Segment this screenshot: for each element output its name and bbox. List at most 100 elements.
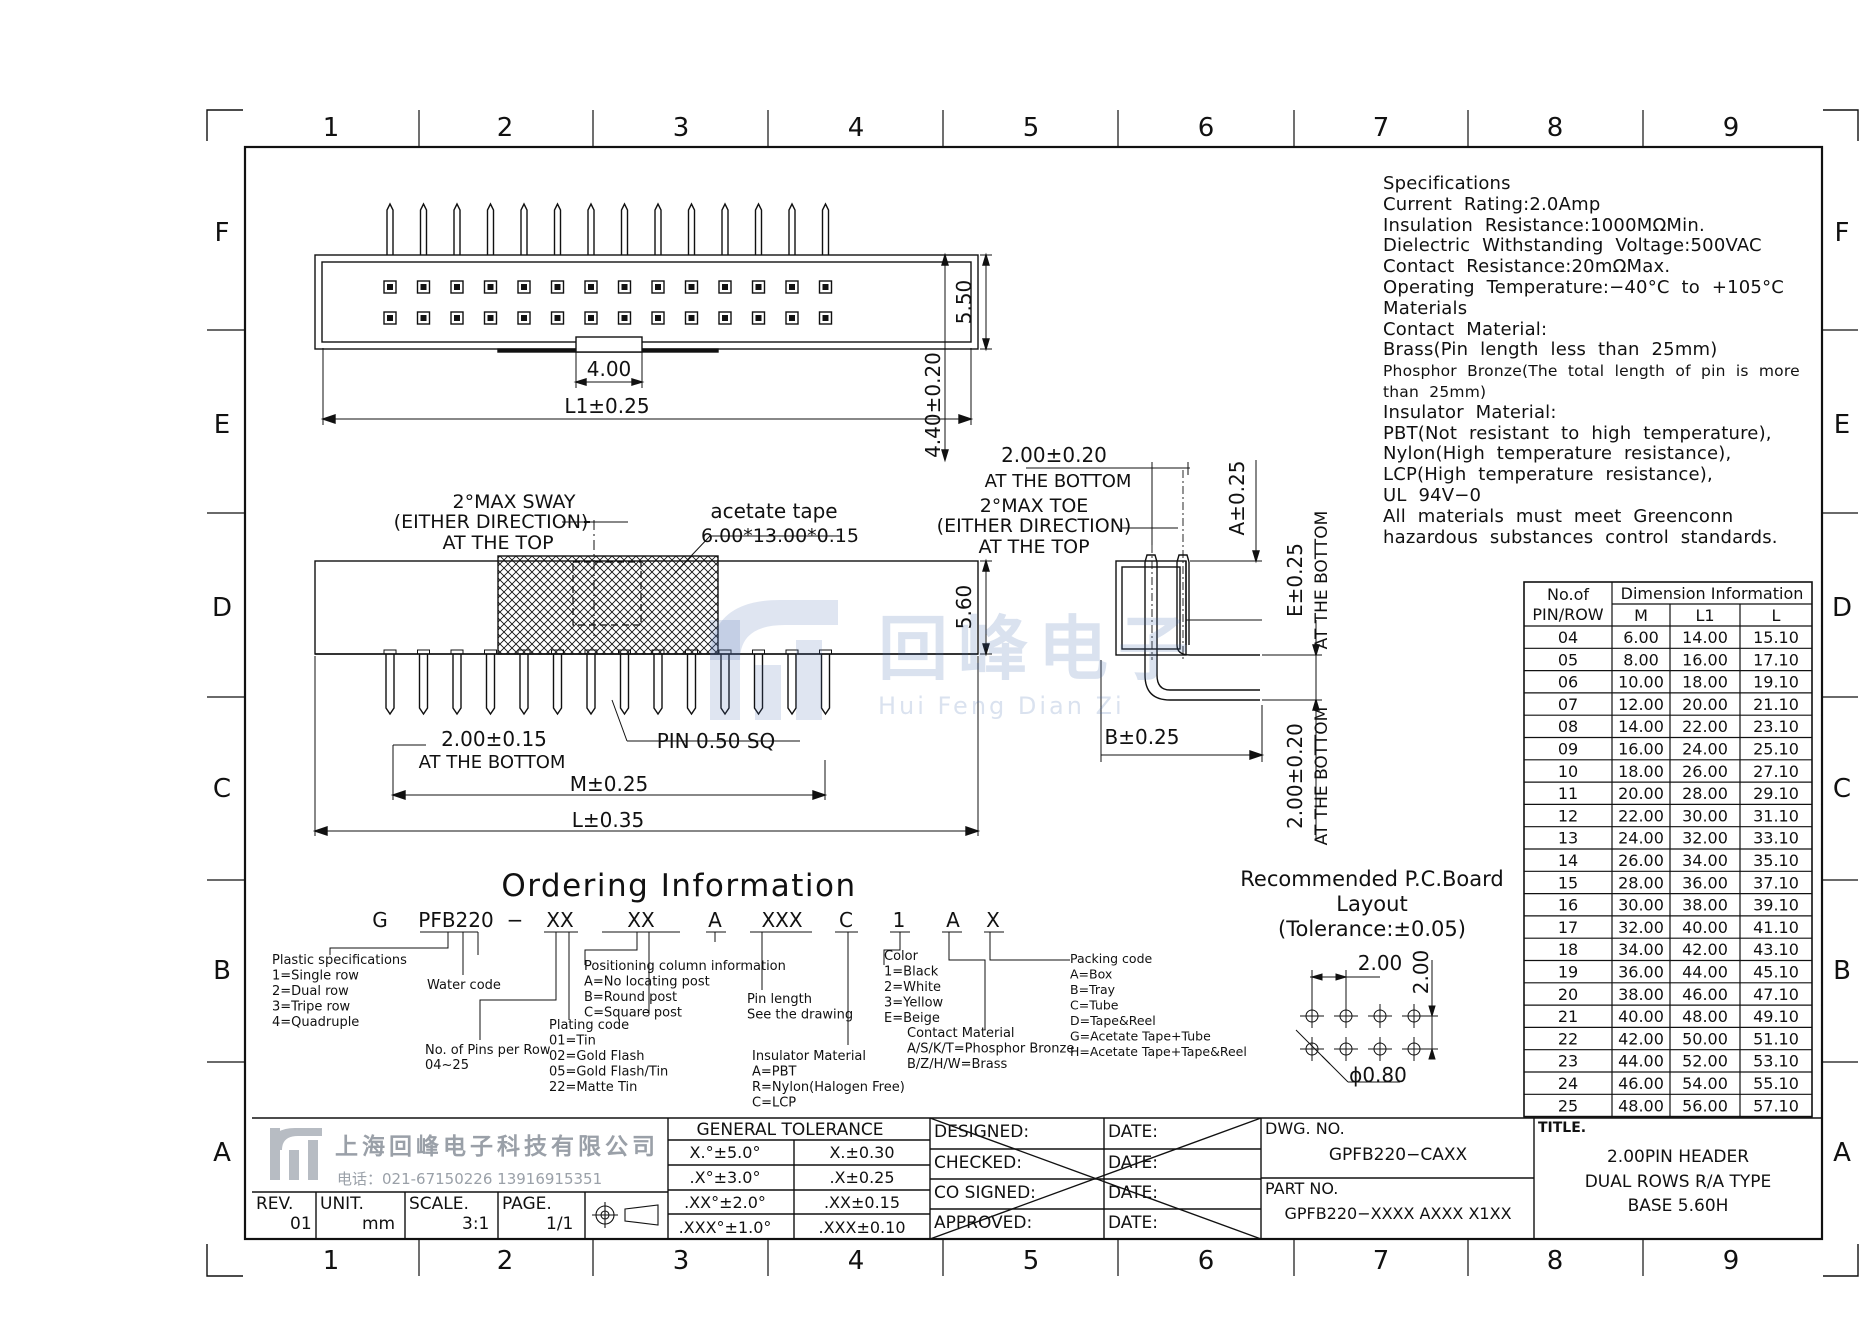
table-cell: 36.00 <box>1682 873 1728 892</box>
pin-hole <box>483 280 498 294</box>
ordering-code: PFB220 <box>418 908 493 932</box>
pin-top <box>620 202 629 255</box>
grid-row-label-right: D <box>1832 593 1852 623</box>
table-cell: 26.00 <box>1682 762 1728 781</box>
general-tolerance-rows: X.°±5.0°X.±0.30.X°±3.0°.X±0.25.XX°±2.0°.… <box>679 1143 906 1237</box>
pin-front <box>686 654 697 716</box>
table-cell: 10 <box>1558 762 1578 781</box>
table-cell: 06 <box>1558 673 1578 692</box>
pin-front <box>653 654 663 716</box>
packing-code-note: H=Acetate Tape+Tape&Reel <box>1070 1044 1247 1059</box>
table-col-l: L <box>1772 606 1781 625</box>
ordering-code: G <box>372 908 388 932</box>
grid-row-label-right: C <box>1833 774 1851 804</box>
spec-line: LCP(High temperature resistance), <box>1383 464 1713 486</box>
designed-label: DESIGNED: <box>934 1122 1029 1142</box>
pin-hole <box>651 311 665 325</box>
table-cell: 48.00 <box>1682 1007 1728 1026</box>
pin-top <box>788 202 796 255</box>
pin-top <box>754 202 763 255</box>
pcb-dim-h: 2.00 <box>1358 951 1403 975</box>
page-label: PAGE. <box>502 1194 552 1214</box>
packing-code-note: G=Acetate Tape+Tube <box>1070 1029 1211 1044</box>
packing-code-note: C=Tube <box>1070 998 1119 1013</box>
table-head-pin-row: PIN/ROW <box>1532 605 1603 624</box>
pin-front <box>485 654 496 716</box>
table-cell: 24.00 <box>1618 829 1664 848</box>
date-label-2: DATE: <box>1108 1153 1158 1173</box>
grid-row-label-left: A <box>213 1138 231 1168</box>
table-cell: 41.10 <box>1753 918 1799 937</box>
side-view <box>1026 460 1322 840</box>
pin-hole <box>383 311 397 325</box>
plating-code-note: Plating code <box>549 1018 629 1033</box>
company-logo <box>270 1128 322 1180</box>
pin-hole <box>785 280 799 294</box>
checked-label: CHECKED: <box>934 1153 1022 1173</box>
spec-line: Specifications <box>1383 173 1511 194</box>
grid-row-label-left: B <box>213 956 231 986</box>
grid-col-label-top: 8 <box>1547 113 1564 143</box>
spec-line: Insulator Material: <box>1383 401 1557 423</box>
pin-hole <box>818 311 833 325</box>
grid-row-label-right: F <box>1835 218 1850 248</box>
table-cell: 16 <box>1558 896 1578 915</box>
pin-length-note: Pin length <box>747 992 812 1007</box>
tolerance-angle: X.°±5.0° <box>690 1143 761 1162</box>
table-cell: 40.00 <box>1618 1007 1664 1026</box>
grid-col-label-top: 7 <box>1373 113 1390 143</box>
table-cell: 28.00 <box>1682 784 1728 803</box>
table-cell: 20 <box>1558 985 1578 1004</box>
table-cell: 23 <box>1558 1052 1578 1071</box>
grid-col-label-bottom: 6 <box>1198 1246 1215 1276</box>
table-head-group: Dimension Information <box>1621 584 1804 603</box>
spec-line: UL 94V−0 <box>1383 484 1482 506</box>
table-cell: 54.00 <box>1682 1074 1728 1093</box>
table-cell: 34.00 <box>1682 851 1728 870</box>
pin-hole <box>450 280 464 294</box>
dim-2-00-v: 2.00±0.20 <box>1283 723 1307 829</box>
pin-hole <box>617 311 632 325</box>
dim-2-00-v-sub: AT THE BOTTOM <box>1312 707 1332 846</box>
table-cell: 21 <box>1558 1007 1578 1026</box>
grid-col-label-bottom: 2 <box>497 1246 514 1276</box>
pcb-dim-d: ϕ0.80 <box>1349 1063 1407 1087</box>
table-cell: 45.10 <box>1753 963 1799 982</box>
pitch-sub-label: AT THE BOTTOM <box>419 752 566 773</box>
contact-material-note: B/Z/H/W=Brass <box>907 1057 1007 1072</box>
plastic-spec-note: 2=Dual row <box>272 984 349 999</box>
color-note: Color <box>884 949 919 964</box>
dim-e: E±0.25 <box>1283 543 1307 617</box>
ordering-code: 1 <box>893 908 906 932</box>
table-cell: 36.00 <box>1618 963 1664 982</box>
grid-row-label-left: C <box>213 774 231 804</box>
color-note: 1=Black <box>884 965 939 980</box>
tape-label-1: acetate tape <box>710 499 837 523</box>
table-cell: 07 <box>1558 695 1578 714</box>
plastic-spec-note: 1=Single row <box>272 969 359 984</box>
table-cell: 18.00 <box>1618 762 1664 781</box>
ordering-code: − <box>507 908 524 932</box>
color-note: 2=White <box>884 980 941 995</box>
table-cell: 51.10 <box>1753 1029 1799 1048</box>
tolerance-linear: .XXX±0.10 <box>819 1218 906 1237</box>
pin-front <box>552 654 563 716</box>
grid-col-label-top: 3 <box>673 113 690 143</box>
ordering-code: XXX <box>761 908 802 932</box>
table-cell: 19 <box>1558 963 1578 982</box>
unit-value: mm <box>362 1214 395 1234</box>
spec-line: Operating Temperature:−40°C to +105°C <box>1383 276 1785 298</box>
table-cell: 22 <box>1558 1029 1578 1048</box>
table-cell: 26.00 <box>1618 851 1664 870</box>
grid-col-label-top: 9 <box>1723 113 1740 143</box>
plating-code-note: 02=Gold Flash <box>549 1049 645 1064</box>
pin-hole <box>718 280 732 294</box>
spec-line: Contact Resistance:20mΩMax. <box>1383 256 1671 278</box>
table-cell: 43.10 <box>1753 940 1799 959</box>
grid-row-label-right: E <box>1834 410 1850 440</box>
plastic-spec-note: Plastic specifications <box>272 953 407 968</box>
pin-hole <box>517 280 531 294</box>
table-cell: 20.00 <box>1682 695 1728 714</box>
dim-m: M±0.25 <box>570 772 649 796</box>
